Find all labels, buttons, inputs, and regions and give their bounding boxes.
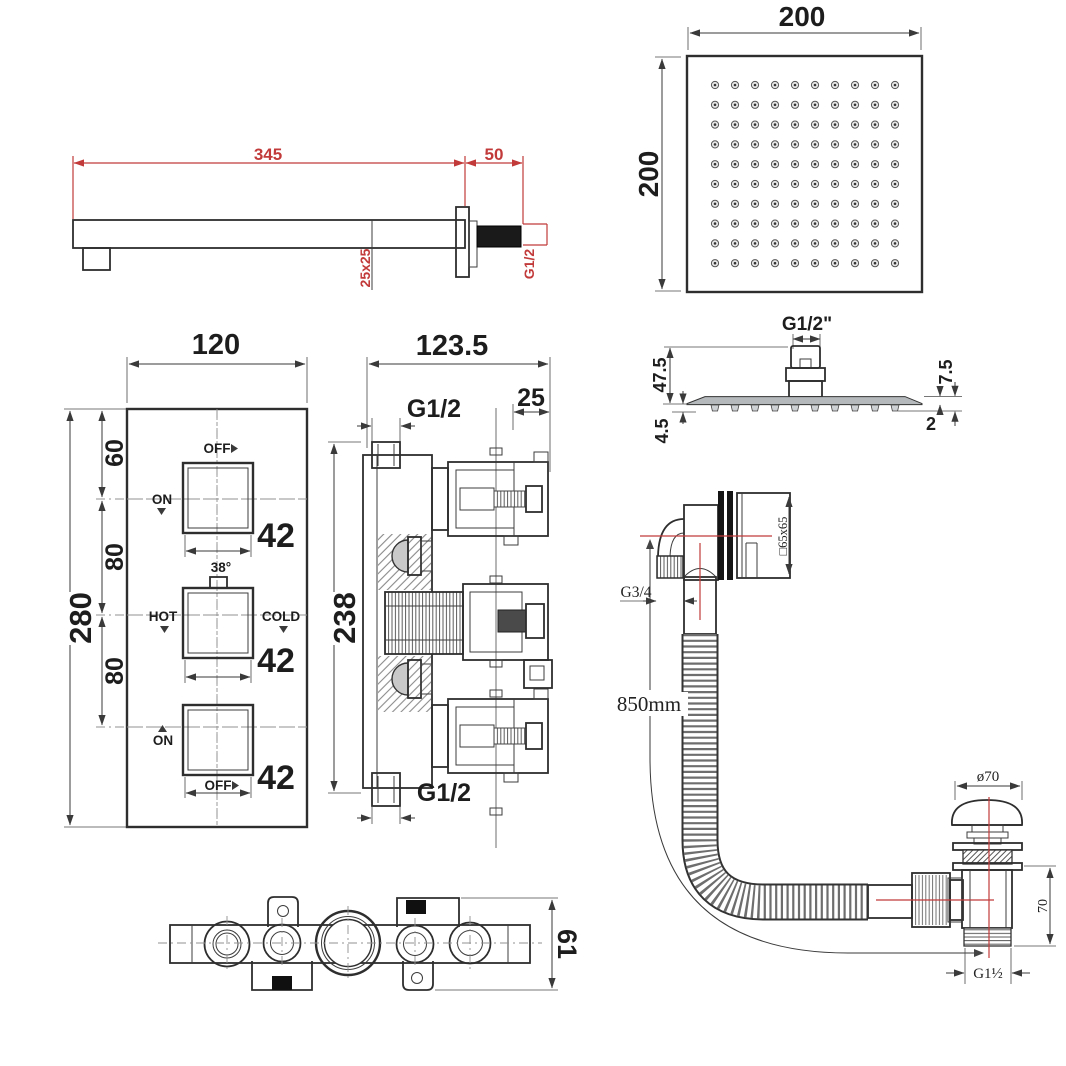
waste-cap	[951, 799, 1023, 826]
side-nozzle	[830, 404, 840, 412]
edge-height-dim: 7.5	[936, 359, 956, 384]
down-arrow-icon	[279, 626, 288, 633]
connector-stem	[788, 380, 823, 398]
knob-middle	[181, 586, 255, 660]
arm-thread	[476, 225, 522, 248]
valve-width-dim: 123.5	[416, 330, 489, 362]
thermostat-hot-label: HOT	[149, 609, 178, 624]
knob-size-dim-2: 42	[257, 642, 295, 680]
hose-length-leader	[649, 548, 974, 954]
arm-thread-dim: G1/2	[521, 249, 537, 280]
knob-bottom-off-label: OFF	[205, 778, 232, 793]
side-nozzle	[890, 404, 900, 412]
check-valve-domes	[391, 536, 433, 699]
hose-end-sleeve	[867, 884, 913, 919]
waste-thread-upper	[962, 849, 1013, 865]
panel-height-dim: 280	[63, 592, 98, 644]
knob-top-off-label: OFF	[204, 441, 231, 456]
down-arrow-icon	[160, 626, 169, 633]
side-nozzle-row	[710, 404, 900, 412]
thermostat-preset-label: 38°	[211, 560, 231, 575]
waste-cap-diameter-dim: ø70	[977, 769, 1000, 785]
right-arrow-icon	[231, 444, 238, 453]
bath-filler-drawing: □65x65 G3/4 850mm	[612, 491, 984, 957]
valve-thread-top-dim: G1/2	[407, 395, 461, 423]
filler-inlet-thread-dim: G3/4	[621, 584, 652, 601]
bracket-block-top	[406, 900, 426, 914]
side-nozzle	[870, 404, 880, 412]
valve-thermostatic-cartridge	[384, 583, 553, 689]
bracket-tab-bottom	[402, 961, 434, 991]
head-total-height-dim: 47.5	[650, 357, 670, 392]
head-face-plate	[685, 54, 924, 294]
control-panel-drawing: 120 280 60 80 80 OFF ON 42 38° HOT COLD …	[63, 329, 309, 829]
panel-width-dim: 120	[192, 329, 240, 361]
waste-outlet-thread	[963, 927, 1012, 947]
panel-spacing-bottom-dim: 80	[101, 657, 129, 685]
waste-outlet-thread-dim: G1½	[973, 966, 1003, 982]
thermostat-cold-label: COLD	[262, 609, 300, 624]
nozzle-grid	[710, 80, 900, 268]
connector-cap	[790, 345, 821, 369]
knob-top	[181, 461, 255, 535]
valve-port-bottom	[371, 772, 401, 807]
knob-size-dim-3: 42	[257, 759, 295, 797]
waste-drain-drawing: ø70 G1½ 70	[876, 769, 1056, 984]
filler-inlet-thread	[656, 555, 684, 579]
arm-length-dim: 345	[254, 145, 282, 164]
mounting-bracket-drawing: 61	[158, 896, 582, 991]
thermostat-tab	[209, 576, 228, 589]
up-arrow-icon	[646, 539, 654, 549]
overflow-size-dim: □65x65	[776, 517, 790, 556]
valve-thread-bottom-dim: G1/2	[417, 779, 471, 807]
side-nozzle	[770, 404, 780, 412]
bracket-block-bottom	[272, 976, 292, 990]
knob-size-dim-1: 42	[257, 517, 295, 555]
head-width-dim: 200	[779, 1, 826, 32]
valve-cartridge-bottom	[431, 688, 549, 783]
valve-height-dim: 238	[327, 592, 362, 644]
valve-cartridge-top	[431, 451, 549, 546]
down-arrow-icon	[157, 508, 166, 515]
flex-hose-outline	[681, 634, 868, 921]
arm-profile-dim: 25x25	[357, 248, 373, 287]
head-height-dim: 200	[633, 151, 664, 198]
knob-top-on-label: ON	[152, 492, 172, 507]
shower-head-side-view: G1/2" 47.5 4.5 7.5 2	[650, 314, 962, 444]
side-nozzle	[850, 404, 860, 412]
knob-bottom	[181, 703, 255, 777]
valve-port-top	[371, 441, 401, 469]
arm-outlet-block	[82, 247, 111, 271]
head-plate-profile	[686, 396, 923, 406]
bracket-height-dim: 61	[552, 929, 582, 959]
arm-wall-distance-dim: 50	[485, 145, 504, 164]
side-nozzle	[790, 404, 800, 412]
nozzle-height-dim: 4.5	[652, 418, 672, 443]
shower-head-top-view: 200 200	[633, 1, 924, 294]
right-arrow-icon	[974, 949, 984, 957]
right-arrow-icon	[232, 781, 239, 790]
valve-depth-dim: 25	[517, 384, 545, 412]
hose-length-dim: 850mm	[617, 692, 681, 716]
arm-wall-flange	[455, 206, 470, 278]
up-arrow-icon	[158, 725, 167, 732]
side-nozzle	[710, 404, 720, 412]
panel-spacing-mid-dim: 80	[101, 543, 129, 571]
shower-arm-drawing: 345 50 25x25 G1/2	[72, 145, 548, 290]
bracket-tab-top	[267, 896, 299, 927]
side-nozzle	[730, 404, 740, 412]
side-nozzle	[810, 404, 820, 412]
side-nozzle	[750, 404, 760, 412]
panel-offset-top-dim: 60	[101, 439, 129, 467]
head-connector-thread: G1/2"	[782, 314, 832, 335]
knob-bottom-on-label: ON	[153, 733, 173, 748]
flex-hose-ribs	[683, 634, 868, 919]
waste-height-dim: 70	[1036, 899, 1051, 913]
arm-body	[72, 219, 466, 249]
plate-thickness-dim: 2	[926, 414, 936, 434]
valve-section-drawing: 123.5 25 G1/2 238	[327, 330, 553, 848]
